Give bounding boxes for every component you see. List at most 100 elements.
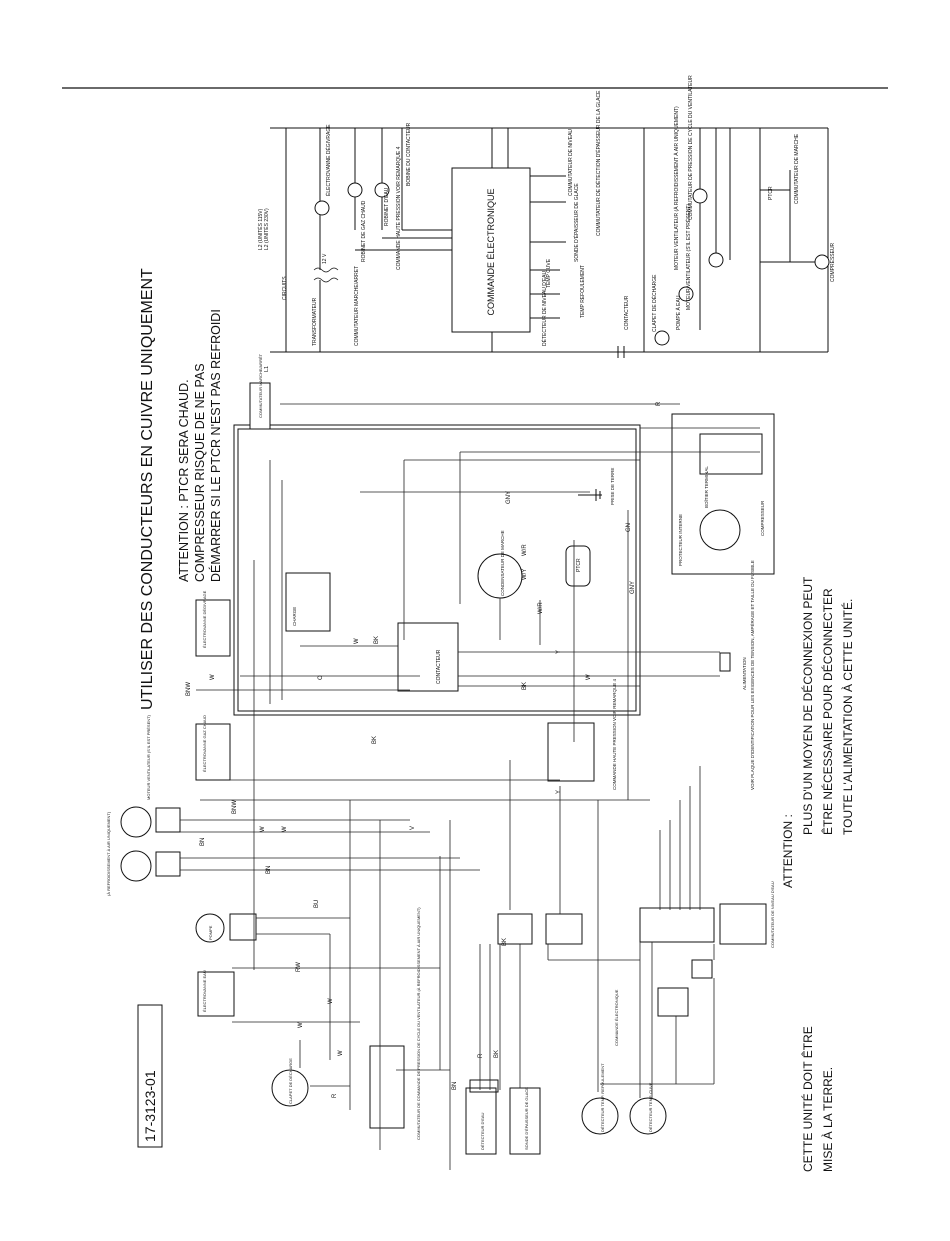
wire-r-label: R [332, 1093, 338, 1098]
wire-bn-label-3: BN [452, 1082, 458, 1090]
bobine-label: BOBINE DU CONTACTEUR [406, 122, 412, 186]
fan-motor-icon-2 [120, 850, 152, 882]
electrovanne-degivr-box [195, 599, 231, 657]
ptcr-label: PTCR [768, 186, 774, 200]
transformer-label: TRANSFORMATEUR [312, 297, 318, 346]
contacteur-switch-icon [617, 346, 625, 358]
wire-v-label: V [410, 826, 416, 830]
contacteur-wiring-label: CONTACTEUR [436, 649, 442, 684]
voir-plaque-label: VOIR PLAQUE D'IDENTIFICATION POUR LES EX… [749, 560, 755, 790]
commande-electronique-box [451, 167, 531, 333]
l2-alt-label: L2 (UNITÉS 230V) [263, 208, 270, 250]
wire-bu-label: BU [314, 900, 320, 908]
wire-y-label: Y [556, 650, 562, 654]
wire-w-label-6: W [328, 998, 334, 1004]
wiring-layout: CHARGE CONDENSATEUR DE MARCHE PTCR CONTA… [106, 353, 775, 1170]
wire-rw-label: RW [296, 962, 302, 972]
control-box-outline [233, 424, 641, 716]
v12-label: 12 V [322, 253, 328, 264]
compresseur-wiring-label: COMPRESSEUR [760, 500, 765, 536]
wire-bk-label: BK [374, 636, 380, 644]
sonde-glace-box [509, 1087, 541, 1155]
wire-bk-label-4: BK [502, 938, 508, 946]
haute-pression-label: COMMANDE HAUTE PRESSION VOIR REMARQUE 4 [396, 146, 402, 270]
contacteur-block [397, 622, 459, 692]
disconnect-line-2: ÊTRE NÉCESSAIRE POUR DÉCONNECTER [820, 588, 835, 835]
fan-motor-icon-1 [120, 806, 152, 838]
temp-cuve-label: TEMP CUVE [546, 258, 552, 288]
electrovanne-eau-label: ÉLECTROVANNE EAU [202, 970, 207, 1012]
wire-w-label: W [354, 638, 360, 644]
part-number-box [137, 1004, 163, 1148]
alimentation-plug [719, 652, 731, 672]
ground-line-2: MISE À LA TERRE. [820, 1067, 835, 1172]
clapet-icon [654, 330, 670, 346]
ptcr-wiring-label: PTCR [576, 558, 582, 572]
fan-motor-1-icon [692, 188, 708, 204]
contacteur-label: CONTACTEUR [624, 295, 630, 330]
main-notice: UTILISER DES CONDUCTEURS EN CUIVRE UNIQU… [139, 268, 156, 710]
wire-wy-label: W/Y [522, 569, 528, 580]
interrupteur-label: COMMUTATEUR MARCHE/ARRET [354, 266, 360, 346]
protecteur-label: PROTECTEUR INTERNE [678, 514, 683, 566]
attention-line-2: COMPRESSEUR RISQUE DE NE PAS [193, 363, 207, 582]
charge-label: CHARGE [292, 607, 297, 626]
sonde-label: SONDE D'ÉPAISSEUR DE GLACE [573, 183, 580, 262]
moteur-vent2-wiring-label: MOTEUR VENTILATEUR (S'IL EST PRÉSENT) [146, 714, 151, 800]
compresseur-label: COMPRESSEUR [830, 242, 836, 282]
wire-bk-label-2: BK [372, 736, 378, 744]
detecteur-refoul-icon [581, 1097, 619, 1135]
pump-icon [678, 286, 694, 302]
wire-w-label-3: W [260, 826, 266, 832]
attention-line-1: ATTENTION : PTCR SERA CHAUD. [177, 379, 191, 582]
commutateur-cycle-box [369, 1045, 405, 1129]
sonde-glace-wiring-label: SONDE D'ÉPAISSEUR DE GLACE [524, 1087, 529, 1150]
moteur-vent-note-label: (À REFROIDISSEMENT À AIR UNIQUEMENT) [106, 811, 111, 896]
wire-bk-label-3: BK [522, 682, 528, 690]
moteur-vent1-label: MOTEUR VENTILATEUR (À REFROIDISSEMENT À … [673, 106, 680, 270]
wire-y-label-2: Y [556, 790, 562, 794]
commande-elec-wiring-label: COMMANDE ÉLECTRONIQUE [614, 989, 619, 1046]
disconnect-line-1: PLUS D'UN MOYEN DE DÉCONNEXION PEUT [800, 576, 815, 835]
robinet-eau-label: ROBINET D'EAU [384, 187, 390, 226]
wire-wr-label: W/R [522, 544, 528, 556]
commutateur-marche-label: COMMUTATEUR DE MARCHE [794, 133, 800, 204]
transformer-symbol [313, 128, 339, 352]
haute-pression-box [547, 722, 595, 782]
electrovanne-gaz-label: ÉLECTROVANNE GAZ CHAUD [202, 715, 207, 772]
pompe-wiring-label: POMPE [208, 925, 213, 940]
fan-motor-2-icon [708, 252, 724, 268]
attention-line-3: DÉMARRER SI LE PTCR N'EST PAS REFROIDI [208, 309, 223, 582]
alimentation-label: ALIMENTATION [742, 657, 747, 690]
degivrage-label: ÉLECTROVANNE DÉGIVRAGE [325, 124, 332, 196]
wire-wr-label-2: W/R [538, 602, 544, 614]
pompe-label: POMPE À EAU [675, 295, 682, 330]
commande-connector-block [639, 907, 715, 943]
charge-block [285, 572, 331, 632]
wire-o-label: O [318, 675, 324, 680]
wire-gny-label-2: GNY [630, 581, 636, 594]
ladder-schematic: COMMANDE ÉLECTRONIQUE L1 L2 (UNIT [257, 75, 836, 372]
ground-icon [578, 489, 602, 501]
wire-bnw-label-2: BNW [232, 800, 238, 814]
prise-terre-label: PRISE DE TERRE [610, 468, 615, 505]
clapet-wiring-icon [271, 1069, 309, 1107]
compresseur-icon [814, 254, 830, 270]
pompe-icon [195, 913, 225, 943]
wire-w-label-2: W [210, 674, 216, 680]
wire-gny-label: GNY [506, 491, 512, 504]
detecteur-eau-box [465, 1087, 497, 1155]
boitier-label: BOÎTIER TERMINAL [703, 466, 709, 508]
wire-bn-label-2: BN [266, 866, 272, 874]
wire-gn-label: GN [626, 523, 632, 532]
wire-r-label-3: R [478, 1053, 484, 1058]
commande-label: COMMANDE ÉLECTRONIQUE [486, 188, 496, 315]
wire-w-label-5: W [586, 674, 592, 680]
commutateur-cycle-label: COMMUTATEUR DE COMMANDE DE PRESSION DE C… [416, 907, 421, 1140]
wire-bnw-label: BNW [186, 682, 192, 696]
electrovanne-degivr-label: ÉLECTROVANNE DÉGIVRAGE [202, 590, 207, 648]
detecteur-refoul-label: DÉTECTEUR TEMP. REFOULEMENT [600, 1063, 605, 1132]
detecteur-eau-label: DÉTECTEUR DE NIVEAU D'EAU [541, 270, 548, 346]
ptcr-block [565, 545, 591, 587]
